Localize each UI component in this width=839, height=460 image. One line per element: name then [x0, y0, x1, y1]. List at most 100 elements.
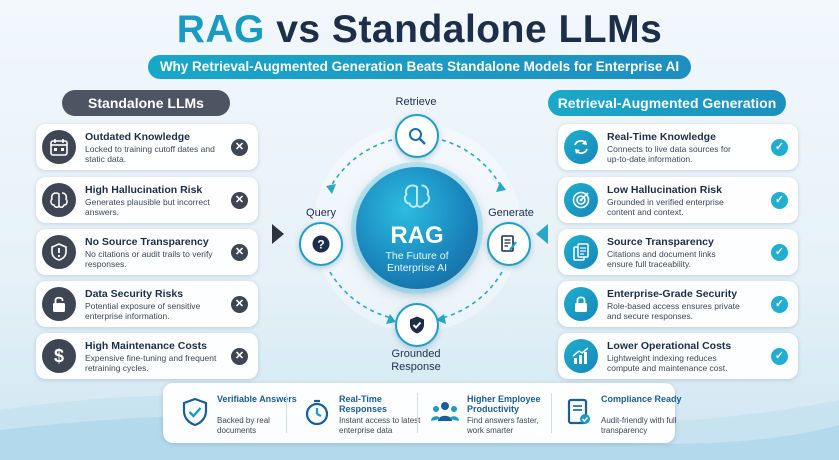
response-label: Response: [391, 361, 441, 373]
right-card-source-transparency: Source Transparency Citations and docume…: [558, 229, 798, 275]
card-description: Generates plausible but incorrect answer…: [85, 197, 210, 217]
x-mark-icon: ✕: [231, 139, 248, 156]
card-description: Connects to live data sources for up-to-…: [607, 144, 731, 164]
right-card-enterprise-security: Enterprise-Grade Security Role-based acc…: [558, 281, 798, 327]
calendar-icon: [42, 130, 76, 164]
dollar-icon: $: [42, 339, 76, 373]
benefit-compliance: Compliance Ready Audit-friendly with ful…: [565, 383, 682, 443]
brain-icon: [42, 183, 76, 217]
left-card-hallucination: High Hallucination Risk Generates plausi…: [36, 177, 258, 223]
benefit-description: Audit-friendly with full transparency: [601, 416, 677, 435]
divider: [286, 393, 287, 433]
divider: [551, 393, 552, 433]
x-mark-icon: ✕: [231, 296, 248, 313]
hub-subtitle-line2: Enterprise AI: [386, 262, 448, 274]
benefit-description: Find answers faster, work smarter: [467, 416, 539, 435]
card-description: No citations or audit trails to verify r…: [85, 249, 213, 269]
benefit-description: Backed by real documents: [217, 416, 270, 435]
card-title: Enterprise-Grade Security: [607, 288, 738, 300]
card-description: Potential exposure of sensitive enterpri…: [85, 301, 201, 321]
card-title: Outdated Knowledge: [85, 131, 190, 143]
check-mark-icon: ✓: [771, 348, 788, 365]
check-mark-icon: ✓: [771, 244, 788, 261]
query-node: ?: [299, 222, 343, 266]
benefit-title: Compliance Ready: [601, 394, 682, 404]
document-pen-icon: [501, 235, 517, 252]
check-mark-icon: ✓: [771, 192, 788, 209]
card-description: Grounded in verified enterprise content …: [607, 197, 724, 217]
card-description: Role-based access ensures private and se…: [607, 301, 740, 321]
refresh-icon: [564, 130, 598, 164]
right-connector-arrow: [536, 224, 548, 244]
card-title: Source Transparency: [607, 236, 714, 248]
benefit-verifiable-answers: Verifiable Answers Backed by real docume…: [181, 383, 297, 443]
left-card-no-transparency: No Source Transparency No citations or a…: [36, 229, 258, 275]
svg-text:$: $: [54, 346, 64, 366]
left-connector-arrow: [272, 224, 284, 244]
benefit-title: Verifiable Answers: [217, 394, 297, 404]
rag-header: Retrieval-Augmented Generation: [548, 90, 786, 116]
stopwatch-icon: [305, 399, 329, 426]
card-title: Lower Operational Costs: [607, 340, 732, 352]
lock-icon: [42, 287, 76, 321]
grounded-response-label: Grounded Response: [370, 348, 462, 374]
left-card-outdated-knowledge: Outdated Knowledge Locked to training cu…: [36, 124, 258, 170]
page-title: RAG vs Standalone LLMs: [0, 8, 839, 52]
shield-check-icon: [182, 397, 208, 427]
benefit-description: Instant access to latest enterprise data: [339, 416, 421, 435]
grounded-response-node: [395, 303, 439, 347]
chart-up-icon: [564, 339, 598, 373]
card-title: Real-Time Knowledge: [607, 131, 716, 143]
divider: [417, 393, 418, 433]
card-title: Data Security Risks: [85, 288, 184, 300]
rag-hub: [356, 167, 478, 289]
x-mark-icon: ✕: [231, 192, 248, 209]
grounded-label: Grounded: [391, 348, 441, 360]
benefit-realtime-responses: Real-Time Responses Instant access to la…: [303, 383, 420, 443]
target-icon: [564, 183, 598, 217]
documents-icon: [564, 235, 598, 269]
document-check-icon: [567, 398, 590, 425]
standalone-header: Standalone LLMs: [62, 90, 230, 116]
retrieve-node: [395, 114, 439, 158]
title-rag: RAG: [176, 8, 265, 51]
shield-check-icon: [410, 316, 424, 334]
benefit-title: Higher Employee Productivity: [467, 394, 541, 414]
check-mark-icon: ✓: [771, 139, 788, 156]
subtitle-banner: Why Retrieval-Augmented Generation Beats…: [148, 55, 691, 79]
generate-label: Generate: [488, 207, 534, 219]
check-mark-icon: ✓: [771, 296, 788, 313]
card-description: Lightweight indexing reduces compute and…: [607, 353, 728, 373]
right-card-lower-costs: Lower Operational Costs Lightweight inde…: [558, 333, 798, 379]
generate-node: [487, 222, 531, 266]
left-card-maintenance-costs: $ High Maintenance Costs Expensive fine-…: [36, 333, 258, 379]
hub-title: RAG: [390, 222, 444, 249]
people-icon: [431, 402, 459, 421]
card-title: High Maintenance Costs: [85, 340, 207, 352]
right-card-low-hallucination: Low Hallucination Risk Grounded in verif…: [558, 177, 798, 223]
shield-alert-icon: [42, 235, 76, 269]
x-mark-icon: ✕: [231, 348, 248, 365]
svg-text:?: ?: [317, 238, 324, 252]
retrieve-label: Retrieve: [395, 96, 437, 108]
brain-icon: [403, 184, 431, 208]
question-icon: ?: [312, 235, 330, 253]
card-description: Expensive fine-tuning and frequent retra…: [85, 353, 217, 373]
card-description: Citations and document links ensure full…: [607, 249, 716, 269]
benefit-title: Real-Time Responses: [339, 394, 388, 414]
benefits-bar: Verifiable Answers Backed by real docume…: [163, 383, 682, 443]
search-icon: [409, 128, 426, 145]
card-title: No Source Transparency: [85, 236, 209, 248]
card-title: Low Hallucination Risk: [607, 184, 722, 196]
left-card-security-risks: Data Security Risks Potential exposure o…: [36, 281, 258, 327]
card-description: Locked to training cutoff dates and stat…: [85, 144, 215, 164]
card-title: High Hallucination Risk: [85, 184, 203, 196]
title-rest: vs Standalone LLMs: [276, 8, 663, 51]
hub-subtitle-line1: The Future of: [385, 250, 449, 262]
lock-icon: [564, 287, 598, 321]
benefit-productivity: Higher Employee Productivity Find answer…: [431, 383, 549, 443]
query-label: Query: [306, 207, 336, 219]
x-mark-icon: ✕: [231, 244, 248, 261]
right-card-realtime-knowledge: Real-Time Knowledge Connects to live dat…: [558, 124, 798, 170]
hub-subtitle: The Future of Enterprise AI: [356, 250, 478, 274]
